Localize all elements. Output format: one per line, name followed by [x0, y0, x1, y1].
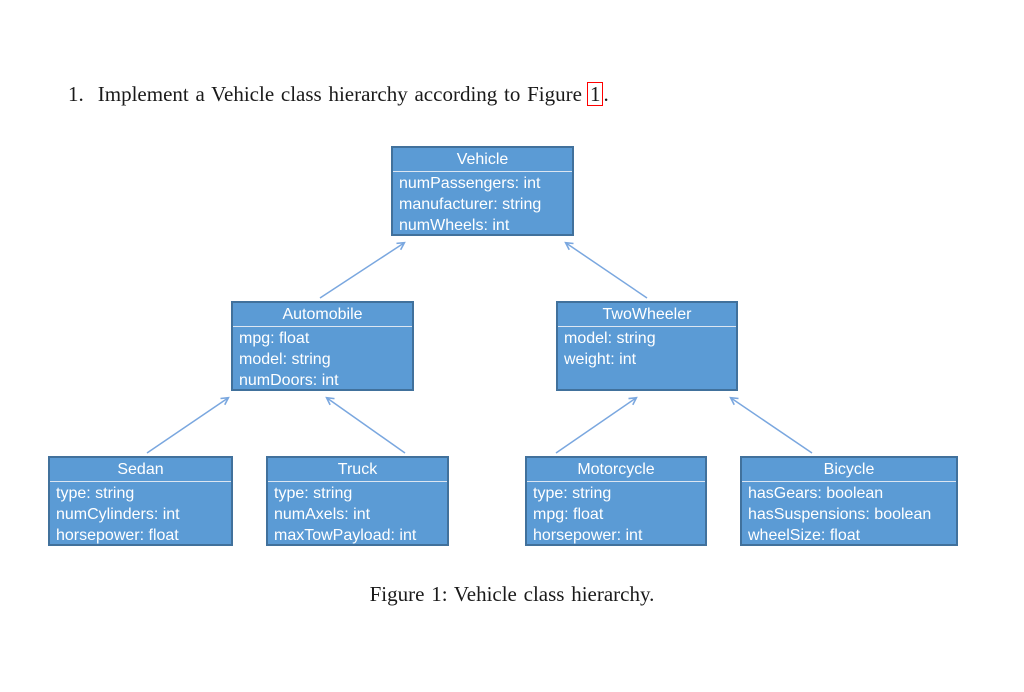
class-title: Sedan — [50, 458, 231, 482]
class-attribute: mpg: float — [239, 330, 310, 347]
class-attribute: hasGears: boolean — [748, 485, 884, 502]
class-attributes: numPassengers: int manufacturer: string … — [393, 172, 572, 236]
class-title: Bicycle — [742, 458, 956, 482]
class-attribute: type: string — [533, 485, 612, 502]
figure-reference-link[interactable]: 1 — [586, 82, 604, 106]
class-attribute: model: string — [239, 351, 331, 368]
class-title: TwoWheeler — [558, 303, 736, 327]
class-box-truck: Truck type: string numAxels: int maxTowP… — [266, 456, 449, 546]
inheritance-arrow-twowheeler-to-vehicle — [564, 241, 648, 299]
class-attribute: horsepower: float — [56, 527, 179, 544]
class-attribute: mpg: float — [533, 506, 604, 523]
class-attribute: numWheels: int — [399, 217, 510, 234]
class-attributes: type: string numCylinders: int horsepowe… — [50, 482, 231, 546]
class-box-sedan: Sedan type: string numCylinders: int hor… — [48, 456, 233, 546]
task-text: Implement a Vehicle class hierarchy acco… — [97, 82, 582, 106]
task-number: 1. — [68, 82, 84, 106]
class-attribute: wheelSize: float — [748, 527, 861, 544]
class-attributes: type: string mpg: float horsepower: int — [527, 482, 705, 546]
class-title: Motorcycle — [527, 458, 705, 482]
class-attribute: manufacturer: string — [399, 196, 542, 213]
class-attributes: model: string weight: int — [558, 327, 736, 370]
class-attribute: hasSuspensions: boolean — [748, 506, 932, 523]
class-attribute: numPassengers: int — [399, 175, 541, 192]
class-box-bicycle: Bicycle hasGears: boolean hasSuspensions… — [740, 456, 958, 546]
class-box-automobile: Automobile mpg: float model: string numD… — [231, 301, 414, 391]
inheritance-arrow-truck-to-automobile — [325, 396, 406, 454]
class-box-twowheeler: TwoWheeler model: string weight: int — [556, 301, 738, 391]
class-attributes: type: string numAxels: int maxTowPayload… — [268, 482, 447, 546]
class-title: Truck — [268, 458, 447, 482]
inheritance-arrow-bicycle-to-twowheeler — [729, 396, 813, 454]
task-item: 1. Implement a Vehicle class hierarchy ac… — [68, 80, 609, 108]
class-box-vehicle: Vehicle numPassengers: int manufacturer:… — [391, 146, 574, 236]
class-attributes: mpg: float model: string numDoors: int — [233, 327, 412, 391]
class-attributes: hasGears: boolean hasSuspensions: boolea… — [742, 482, 956, 546]
inheritance-arrow-sedan-to-automobile — [146, 396, 230, 454]
class-attribute: type: string — [56, 485, 135, 502]
class-attribute: numDoors: int — [239, 372, 339, 389]
class-title: Automobile — [233, 303, 412, 327]
class-title: Vehicle — [393, 148, 572, 172]
class-attribute: type: string — [274, 485, 353, 502]
class-attribute: numCylinders: int — [56, 506, 180, 523]
inheritance-arrow-motorcycle-to-twowheeler — [555, 396, 638, 454]
class-box-motorcycle: Motorcycle type: string mpg: float horse… — [525, 456, 707, 546]
task-suffix: . — [603, 82, 609, 106]
class-attribute: maxTowPayload: int — [274, 527, 417, 544]
class-attribute: weight: int — [564, 351, 637, 368]
class-attribute: model: string — [564, 330, 656, 347]
class-attribute: numAxels: int — [274, 506, 371, 523]
inheritance-arrow-automobile-to-vehicle — [319, 241, 406, 299]
figure-caption: Figure 1: Vehicle class hierarchy. — [369, 582, 655, 606]
class-attribute: horsepower: int — [533, 527, 643, 544]
